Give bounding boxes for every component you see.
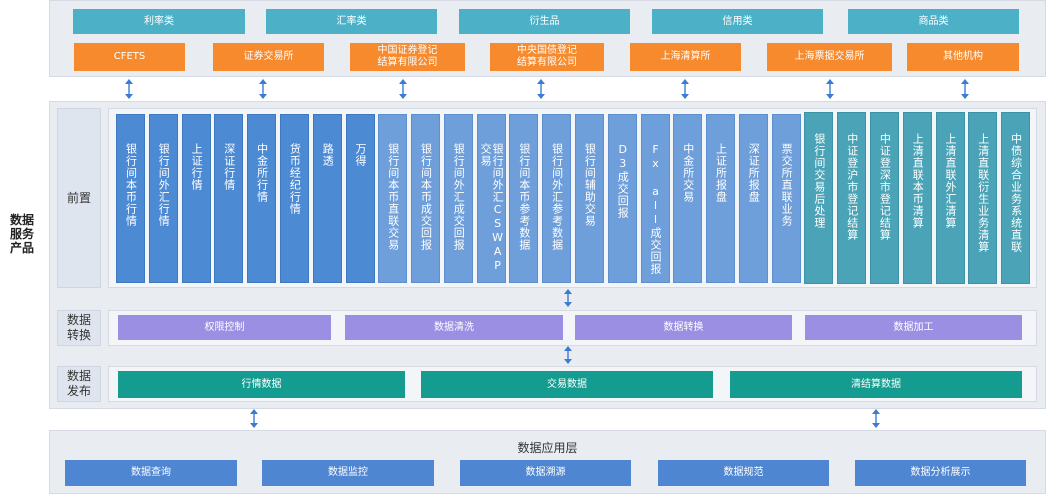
bidirectional-arrow-icon bbox=[123, 79, 135, 99]
front-column: 上证所报盘 bbox=[706, 114, 735, 283]
app-standards: 数据规范 bbox=[658, 460, 829, 486]
front-column-label: 上清直联本币清算 bbox=[911, 133, 925, 229]
side-title-line-3: 产品 bbox=[9, 241, 34, 255]
front-column: 货币经纪行情 bbox=[279, 114, 309, 283]
app-analytics: 数据分析展示 bbox=[855, 460, 1026, 486]
source-stock-exchange: 证券交易所 bbox=[213, 43, 324, 71]
front-column: 银行间本币成交回报 bbox=[411, 114, 440, 283]
front-column-label: 银行间本币直联交易 bbox=[386, 143, 400, 251]
front-column-label: 上清直联衍生业务清算 bbox=[976, 133, 990, 253]
front-column-label: 深证所报盘 bbox=[747, 143, 761, 203]
front-column: 上清直联本币清算 bbox=[902, 112, 932, 284]
transform-conversion: 数据转换 bbox=[575, 315, 792, 340]
front-column-label: 票交所直联业务 bbox=[780, 143, 794, 227]
transform-processing: 数据加工 bbox=[805, 315, 1022, 340]
front-column: 银行间外汇CSWAP交易 bbox=[476, 114, 506, 283]
front-column-label: Fx all成交回报 bbox=[649, 143, 662, 275]
publish-trade-data: 交易数据 bbox=[421, 371, 713, 398]
source-cfets: CFETS bbox=[74, 43, 185, 71]
front-column: 上清直联衍生业务清算 bbox=[968, 112, 998, 284]
category-commodity: 商品类 bbox=[848, 9, 1019, 34]
front-column: 票交所直联业务 bbox=[771, 114, 801, 283]
front-column-label: 银行间本币成交回报 bbox=[419, 143, 433, 251]
front-column: 深证所报盘 bbox=[738, 114, 768, 283]
front-column: 上证行情 bbox=[181, 114, 211, 283]
front-column: 上清直联外汇清算 bbox=[935, 112, 965, 284]
front-column-label: 银行间辅助交易 bbox=[583, 143, 597, 227]
category-credit: 信用类 bbox=[652, 9, 823, 34]
publish-settlement-data: 清结算数据 bbox=[730, 371, 1022, 398]
front-column-label: 中证登深市登记结算 bbox=[878, 133, 892, 241]
front-column-label: 银行间外汇参考数据 bbox=[550, 143, 564, 251]
front-column: 深证行情 bbox=[214, 114, 244, 283]
front-column: 中金所行情 bbox=[247, 114, 277, 283]
bidirectional-arrow-icon bbox=[257, 79, 269, 99]
front-column: Fx all成交回报 bbox=[640, 114, 670, 283]
front-column: 中金所交易 bbox=[673, 114, 703, 283]
bidirectional-arrow-icon bbox=[959, 79, 971, 99]
transform-cleaning: 数据清洗 bbox=[345, 315, 563, 340]
bidirectional-arrow-icon bbox=[679, 79, 691, 99]
front-column-label: 中金所交易 bbox=[681, 143, 695, 203]
front-column: 中证登深市登记结算 bbox=[869, 112, 899, 284]
bidirectional-arrow-icon bbox=[824, 79, 836, 99]
category-rate: 利率类 bbox=[73, 9, 245, 34]
bidirectional-arrow-icon bbox=[397, 79, 409, 99]
bidirectional-arrow-icon bbox=[248, 409, 260, 428]
transform-label: 数据 转换 bbox=[57, 310, 101, 346]
front-column-label: 中债综合业务系统直联 bbox=[1009, 133, 1023, 253]
front-column: 银行间本币参考数据 bbox=[509, 114, 539, 283]
front-column-label: 中金所行情 bbox=[255, 143, 269, 203]
app-layer-title: 数据应用层 bbox=[517, 441, 578, 455]
front-column: D3成交回报 bbox=[607, 114, 637, 283]
front-column: 银行间外汇参考数据 bbox=[542, 114, 572, 283]
source-other: 其他机构 bbox=[907, 43, 1019, 71]
publish-label: 数据 发布 bbox=[57, 366, 101, 402]
data-service-products-title: 数据 服务 产品 bbox=[4, 213, 40, 255]
source-shclearing: 上海清算所 bbox=[630, 43, 741, 71]
source-shcpe: 上海票据交易所 bbox=[767, 43, 892, 71]
app-tracing: 数据溯源 bbox=[460, 460, 631, 486]
front-column-label: 银行间外汇行情 bbox=[157, 143, 171, 227]
category-fx: 汇率类 bbox=[266, 9, 437, 34]
front-column-label: 货币经纪行情 bbox=[288, 143, 302, 215]
app-monitor: 数据监控 bbox=[262, 460, 434, 486]
category-derivatives: 衍生品 bbox=[459, 9, 630, 34]
front-column: 中债综合业务系统直联 bbox=[1001, 112, 1031, 284]
front-column-label: 路透 bbox=[321, 143, 335, 167]
front-column-label: 上清直联外汇清算 bbox=[944, 133, 957, 229]
front-column: 银行间辅助交易 bbox=[574, 114, 604, 283]
transform-permission: 权限控制 bbox=[118, 315, 331, 340]
front-column-label: D3成交回报 bbox=[616, 143, 630, 219]
bidirectional-arrow-icon bbox=[535, 79, 547, 99]
front-column: 银行间本币行情 bbox=[116, 114, 145, 283]
front-column-label: 上证行情 bbox=[190, 143, 204, 191]
front-label: 前置 bbox=[57, 108, 101, 288]
front-column: 银行间外汇成交回报 bbox=[443, 114, 473, 283]
front-column: 银行间本币直联交易 bbox=[378, 114, 408, 283]
front-column-label: 万得 bbox=[354, 143, 367, 167]
front-column: 路透 bbox=[312, 114, 342, 283]
bidirectional-arrow-icon bbox=[562, 289, 574, 307]
app-query: 数据查询 bbox=[65, 460, 237, 486]
front-column-label: 银行间外汇CSWAP交易 bbox=[479, 143, 505, 273]
publish-market-data: 行情数据 bbox=[118, 371, 405, 398]
front-column-label: 中证登沪市登记结算 bbox=[845, 133, 859, 241]
front-column: 银行间外汇行情 bbox=[148, 114, 178, 283]
bidirectional-arrow-icon bbox=[562, 346, 574, 364]
front-column-label: 银行间本币参考数据 bbox=[517, 143, 531, 251]
source-csdc: 中国证券登记 结算有限公司 bbox=[350, 43, 465, 71]
side-title-line-2: 服务 bbox=[9, 227, 34, 241]
bidirectional-arrow-icon bbox=[870, 409, 882, 428]
source-ccdc: 中央国债登记 结算有限公司 bbox=[490, 43, 604, 71]
front-column: 银行间交易后处理 bbox=[804, 112, 834, 284]
front-column-label: 银行间交易后处理 bbox=[812, 133, 826, 229]
side-title-line-1: 数据 bbox=[9, 213, 34, 227]
front-column-label: 银行间本币行情 bbox=[124, 143, 138, 227]
front-column-label: 银行间外汇成交回报 bbox=[452, 143, 466, 251]
front-column-label: 上证所报盘 bbox=[714, 143, 728, 203]
front-column: 中证登沪市登记结算 bbox=[837, 112, 867, 284]
front-column-label: 深证行情 bbox=[222, 143, 236, 191]
front-column: 万得 bbox=[345, 114, 375, 283]
